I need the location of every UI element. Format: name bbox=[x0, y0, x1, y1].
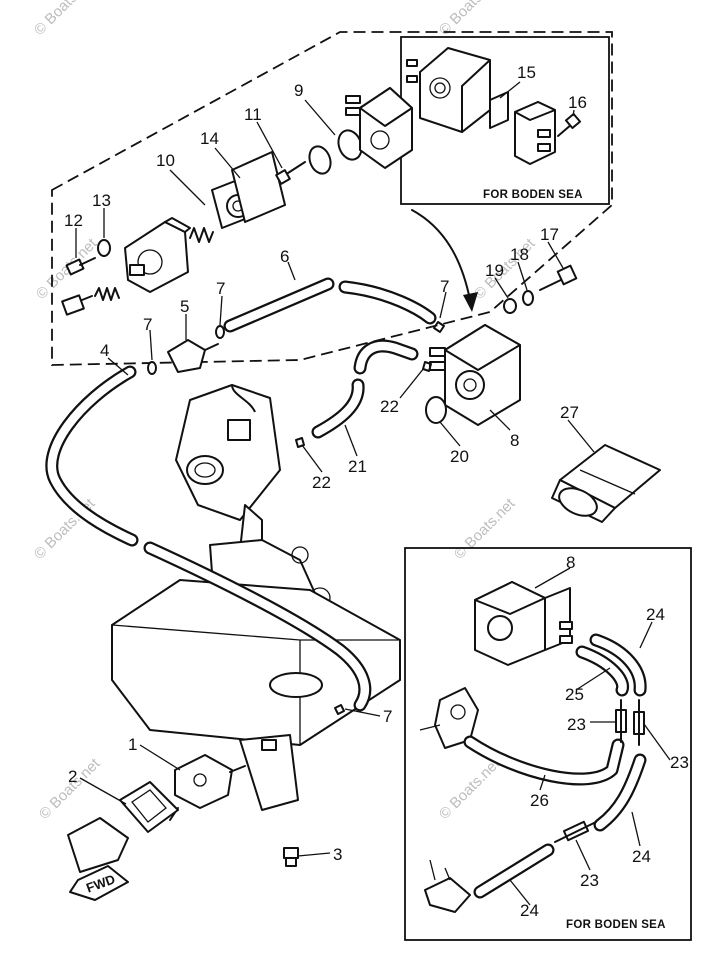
callout-11: 11 bbox=[244, 105, 262, 124]
fuel-pump-8 bbox=[429, 324, 521, 426]
inset-bottom-frame bbox=[404, 547, 692, 941]
callout-16: 16 bbox=[568, 93, 587, 112]
clip-7-pump bbox=[433, 321, 445, 333]
watermark-right: © Boats.net bbox=[451, 495, 519, 563]
callout-13: 13 bbox=[92, 191, 111, 210]
inset-joint-23-c bbox=[554, 820, 597, 843]
callout-23-c: 23 bbox=[580, 871, 599, 890]
screw-11 bbox=[275, 161, 306, 185]
callout-12: 12 bbox=[64, 211, 83, 230]
callout-7-d: 7 bbox=[383, 707, 392, 726]
callout-7-b: 7 bbox=[143, 315, 152, 334]
callout-21: 21 bbox=[348, 457, 367, 476]
gasket-14 bbox=[231, 151, 286, 223]
inset-top-label: FOR BODEN SEA bbox=[483, 189, 583, 201]
pump-body bbox=[345, 87, 413, 169]
callout-24-a: 24 bbox=[646, 605, 665, 624]
inset-joint-23-a bbox=[615, 699, 627, 743]
grommet-2 bbox=[119, 781, 179, 833]
callout-14: 14 bbox=[200, 129, 219, 148]
callout-24-c: 24 bbox=[520, 901, 539, 920]
callout-10: 10 bbox=[156, 151, 175, 170]
callout-22-b: 22 bbox=[312, 473, 331, 492]
fuel-hoses bbox=[45, 277, 437, 712]
callout-7-a: 7 bbox=[216, 279, 225, 298]
diaphragm-ring bbox=[308, 145, 332, 175]
washer-13 bbox=[97, 239, 111, 257]
pump-cover bbox=[124, 217, 191, 293]
inset-connector-fragment bbox=[424, 859, 471, 913]
cover-27 bbox=[551, 444, 661, 523]
leader-lines bbox=[75, 81, 671, 906]
callout-2: 2 bbox=[68, 767, 77, 786]
gasket-15 bbox=[489, 91, 509, 129]
callout-8-a: 8 bbox=[510, 431, 519, 450]
watermark-left: © Boats.net bbox=[31, 495, 99, 563]
pump-block-alt bbox=[514, 101, 556, 165]
clip-7-fitting bbox=[215, 325, 225, 339]
washer-18 bbox=[522, 290, 534, 306]
clip-22-pump bbox=[422, 361, 432, 372]
inset-arrow bbox=[411, 209, 471, 301]
callout-4: 4 bbox=[100, 341, 109, 360]
callout-22-a: 22 bbox=[380, 397, 399, 416]
clip-7-tank bbox=[334, 704, 345, 715]
callout-17: 17 bbox=[540, 225, 559, 244]
inset-arrowhead bbox=[463, 292, 478, 312]
callout-15: 15 bbox=[517, 63, 536, 82]
callout-23-b: 23 bbox=[670, 753, 689, 772]
inset-top-boden-sea: FOR BODEN SEA bbox=[400, 36, 610, 205]
bolt-17 bbox=[539, 264, 578, 291]
inset-joint-23-b bbox=[633, 699, 645, 746]
fitting-5 bbox=[167, 339, 219, 373]
inset-fuel-pump-8 bbox=[474, 581, 573, 666]
watermark-lower-left: © Boats.net bbox=[36, 755, 104, 823]
mounting-hardware bbox=[503, 264, 578, 314]
nut-19 bbox=[503, 298, 517, 314]
callout-8-b: 8 bbox=[566, 553, 575, 572]
callout-7-c: 7 bbox=[440, 277, 449, 296]
callout-18: 18 bbox=[510, 245, 529, 264]
clip-22-carb bbox=[295, 437, 305, 448]
callout-24-b: 24 bbox=[632, 847, 651, 866]
watermark-top-left: © Boats.net bbox=[31, 0, 99, 39]
callout-20: 20 bbox=[450, 447, 469, 466]
watermark-upper-left: © Boats.net bbox=[33, 235, 101, 303]
clip-7-hose4 bbox=[147, 361, 157, 375]
callouts: 1 2 3 4 5 6 7 7 7 7 8 8 9 10 11 12 13 14… bbox=[64, 63, 689, 920]
callout-1: 1 bbox=[128, 735, 137, 754]
watermark-lower-right: © Boats.net bbox=[436, 755, 504, 823]
exploded-view-boundary bbox=[51, 31, 613, 366]
watermark-top-center: © Boats.net bbox=[436, 0, 504, 39]
valve-spring-left bbox=[61, 287, 120, 316]
callout-27: 27 bbox=[560, 403, 579, 422]
fuel-connector-1 bbox=[169, 754, 246, 821]
callout-5: 5 bbox=[180, 297, 189, 316]
pump-cover-plate-alt bbox=[406, 47, 491, 133]
fuel-tank bbox=[111, 579, 401, 811]
inset-bottom-label: FOR BODEN SEA bbox=[566, 919, 666, 931]
inset-bottom-boden-sea: FOR BODEN SEA bbox=[404, 547, 692, 941]
carburetor bbox=[175, 384, 281, 551]
drain-screw-3 bbox=[283, 847, 299, 867]
exploded-pump-parts bbox=[61, 87, 413, 316]
callout-9: 9 bbox=[294, 81, 303, 100]
callout-23-a: 23 bbox=[567, 715, 586, 734]
o-ring-20 bbox=[425, 396, 447, 424]
callout-26: 26 bbox=[530, 791, 549, 810]
callout-19: 19 bbox=[485, 261, 504, 280]
diaphragm-spring bbox=[189, 227, 214, 243]
fuel-hose-connector: FWD bbox=[67, 817, 129, 901]
screw-12 bbox=[65, 257, 96, 276]
callout-25: 25 bbox=[565, 685, 584, 704]
screw-16 bbox=[557, 112, 582, 137]
callout-3: 3 bbox=[333, 845, 342, 864]
callout-6: 6 bbox=[280, 247, 289, 266]
